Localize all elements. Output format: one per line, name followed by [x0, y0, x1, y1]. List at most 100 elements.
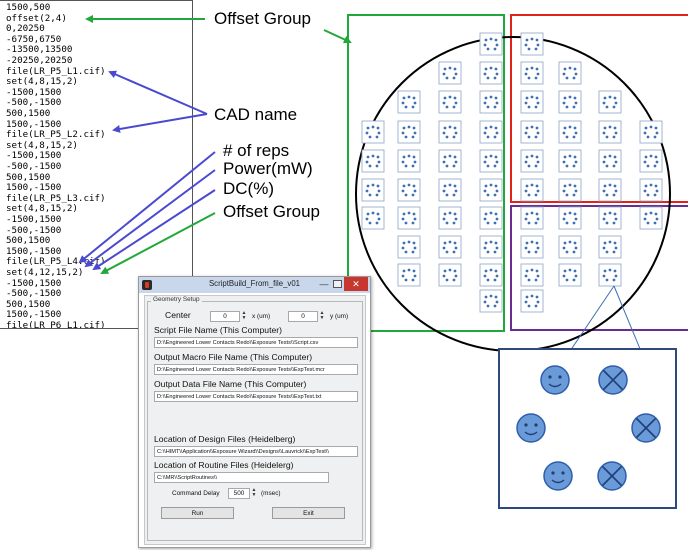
die [598, 235, 622, 259]
die [520, 120, 544, 144]
die [438, 206, 462, 230]
matlab-app-icon [142, 280, 152, 290]
die [558, 206, 582, 230]
die [361, 206, 385, 230]
code-line: 500,1500 [6, 108, 51, 119]
dc-label: DC(%) [223, 179, 274, 198]
center-x-spinner[interactable]: ▲ ▼ [240, 311, 248, 322]
num-reps-label: # of reps [223, 141, 290, 160]
die [520, 263, 544, 287]
offset-group-frame-purple [510, 205, 688, 331]
maximize-button[interactable] [333, 280, 342, 288]
command-delay-spinner[interactable]: ▲ ▼ [250, 488, 258, 499]
die [438, 263, 462, 287]
code-line: 500,1500 [6, 235, 51, 247]
cad-name-arrow-2 [112, 113, 208, 133]
code-line: set(4,12,15,2) [6, 267, 84, 278]
cad-name-label: CAD name [214, 105, 298, 124]
code-line: -1500,1500 [6, 150, 62, 162]
die [598, 90, 622, 114]
die [397, 178, 421, 202]
die [479, 289, 503, 313]
die [558, 149, 582, 173]
die [520, 149, 544, 173]
cad-name-arrow-1 [108, 70, 208, 115]
smiley-face-icon [516, 413, 546, 443]
die [361, 178, 385, 202]
die-zoom-content [516, 365, 661, 491]
script-file-field[interactable]: D:\\Engineered Lower Contacts Redo\\Expo… [154, 337, 358, 348]
spin-down-icon[interactable]: ▼ [319, 315, 325, 321]
offset-group-frame-green [347, 14, 505, 332]
offset-group-arrow-to-wafer [323, 29, 352, 44]
die [397, 263, 421, 287]
die [558, 263, 582, 287]
design-files-field[interactable]: C:\\HIMT\\Application\\Exposure Wizard\\… [154, 446, 358, 457]
die [361, 149, 385, 173]
die [479, 61, 503, 85]
die [520, 289, 544, 313]
die [639, 149, 663, 173]
code-line: 1500,500 [6, 2, 51, 13]
die [479, 263, 503, 287]
code-line: file(LR_P5_L2.cif) [6, 129, 106, 141]
die [639, 120, 663, 144]
y-unit-label: y (um) [330, 313, 349, 320]
scriptbuild-dialog: ScriptBuild_From_file_v01 — ✕ Geometry S… [138, 276, 371, 548]
code-line: 500,1500 [6, 171, 51, 183]
code-line: file(LR_P6_L1.cif) [6, 320, 106, 329]
code-line: -500,-1500 [6, 224, 62, 236]
offset-group-label-bottom: Offset Group [223, 202, 321, 221]
die [438, 235, 462, 259]
die [397, 149, 421, 173]
code-line: -6750,6750 [6, 33, 62, 45]
data-file-field[interactable]: D:\\Engineered Lower Contacts Redo\\Expo… [154, 391, 358, 402]
spin-up-icon[interactable]: ▲ [241, 310, 247, 316]
code-line: -20250,20250 [6, 55, 73, 66]
die [397, 120, 421, 144]
die [598, 263, 622, 287]
run-button[interactable]: Run [161, 507, 234, 519]
die [598, 206, 622, 230]
code-line: 1500,-1500 [6, 245, 62, 257]
dialog-body: Geometry Setup Center 0 ▲ ▼ x (um) 0 ▲ ▼… [144, 295, 366, 545]
minimize-button[interactable]: — [319, 279, 329, 289]
dialog-title: ScriptBuild_From_file_v01 [208, 279, 300, 288]
die [438, 61, 462, 85]
code-line: file(LR_P5_L4.cif) [6, 256, 106, 268]
code-line: 1500,-1500 [6, 118, 62, 130]
geometry-setup-legend: Geometry Setup [151, 296, 202, 303]
spin-up-icon[interactable]: ▲ [251, 487, 257, 493]
die [598, 178, 622, 202]
die [598, 149, 622, 173]
macro-file-label: Output Macro File Name (This Computer) [154, 352, 313, 362]
code-line: 500,1500 [6, 298, 51, 310]
spin-down-icon[interactable]: ▼ [241, 315, 247, 321]
power-arrow [84, 169, 216, 268]
routine-files-label: Location of Routine Files (Heidelerg) [154, 460, 294, 470]
exit-button[interactable]: Exit [272, 507, 345, 519]
script-file-label: Script File Name (This Computer) [154, 325, 282, 335]
center-label: Center [165, 310, 191, 320]
routine-files-field[interactable]: C:\\MR\\ScriptRoutines\\ [154, 472, 329, 483]
command-delay-input[interactable]: 500 [228, 488, 250, 499]
die [479, 206, 503, 230]
center-y-input[interactable]: 0 [288, 311, 318, 322]
die [520, 32, 544, 56]
code-line: file(LR_P5_L3.cif) [6, 192, 106, 204]
spin-up-icon[interactable]: ▲ [319, 310, 325, 316]
die [397, 206, 421, 230]
macro-file-field[interactable]: D:\\Engineered Lower Contacts Redo\\Expo… [154, 364, 358, 375]
close-button[interactable]: ✕ [344, 277, 368, 291]
code-line: offset(2,4) [6, 12, 67, 24]
center-y-spinner[interactable]: ▲ ▼ [318, 311, 326, 322]
die [558, 120, 582, 144]
power-label: Power(mW) [223, 159, 313, 178]
spin-down-icon[interactable]: ▼ [251, 492, 257, 498]
die [520, 61, 544, 85]
center-x-input[interactable]: 0 [210, 311, 240, 322]
die [558, 235, 582, 259]
dialog-titlebar[interactable]: ScriptBuild_From_file_v01 — ✕ [139, 277, 370, 293]
code-line: -13500,13500 [6, 44, 73, 56]
command-delay-unit: (msec) [261, 490, 281, 497]
